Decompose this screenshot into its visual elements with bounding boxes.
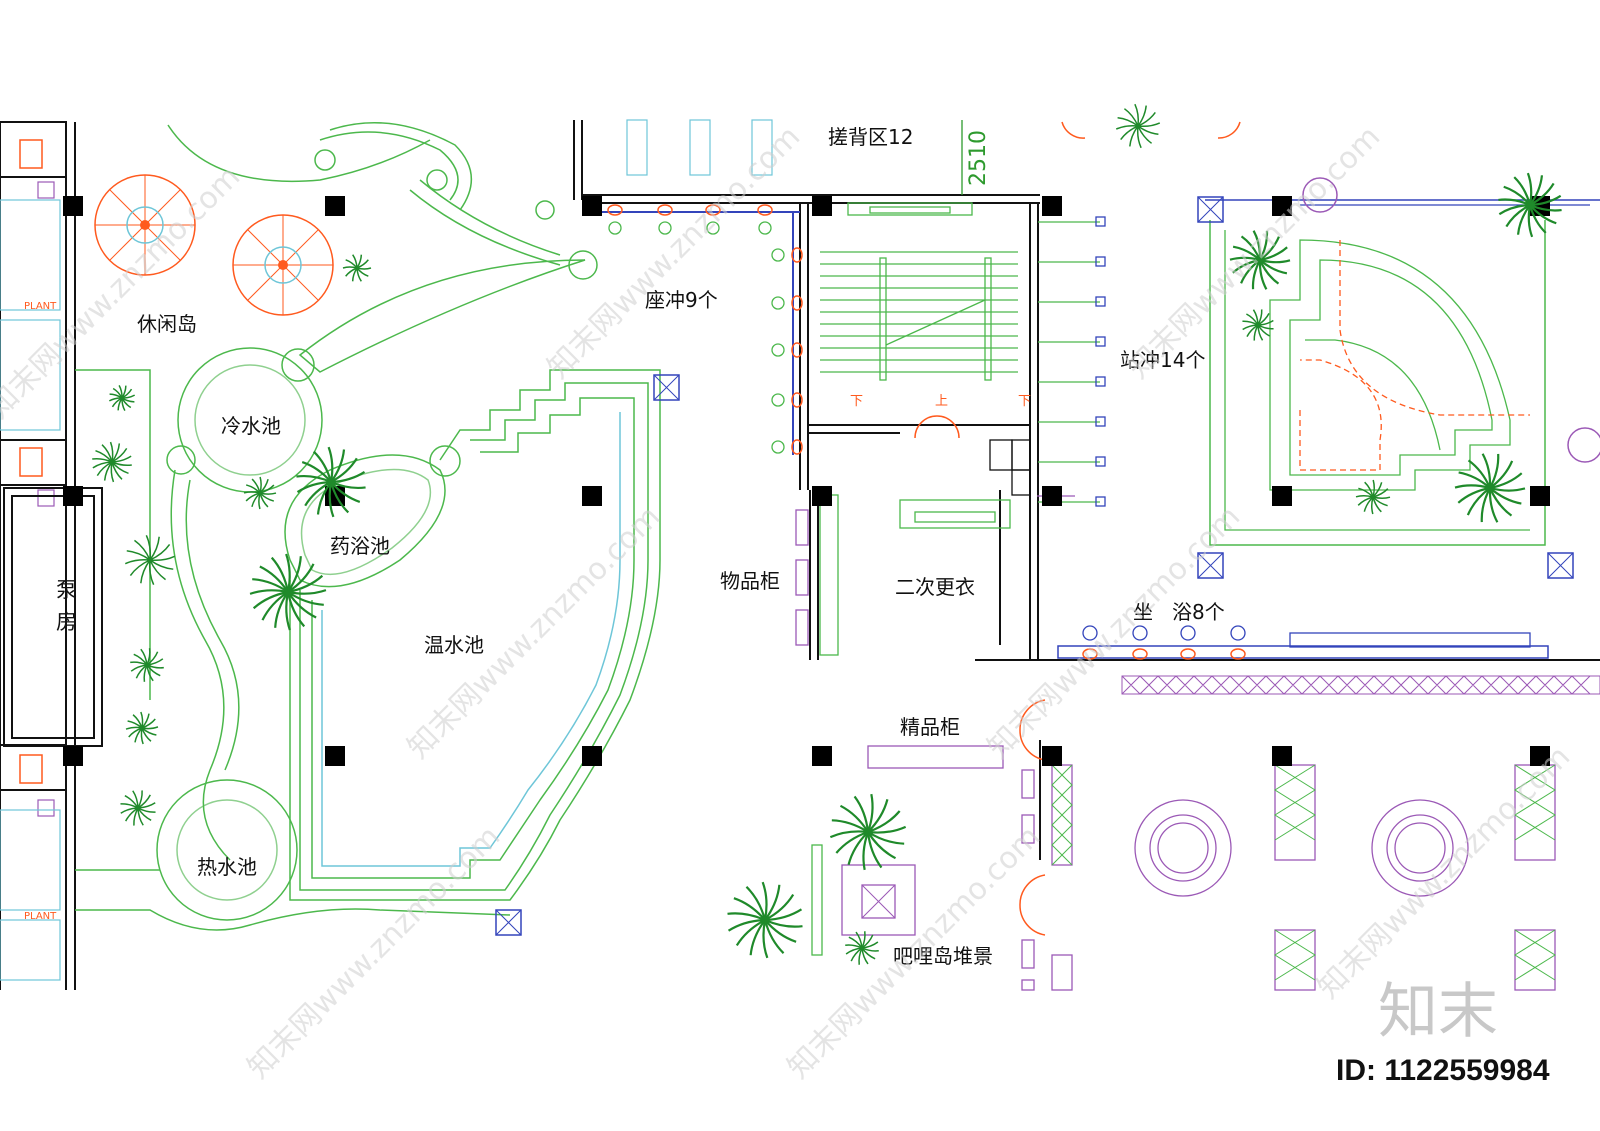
stair-up: 上 bbox=[935, 394, 948, 409]
changing-bench bbox=[899, 499, 1011, 529]
seated-shower-row bbox=[598, 204, 803, 455]
image-id: ID: 1122559984 bbox=[1336, 1054, 1550, 1087]
watermark-6: 知末网www.znzmo.com bbox=[981, 499, 1247, 765]
label-scrub-area: 搓背区12 bbox=[828, 125, 913, 149]
plant-icon bbox=[829, 793, 907, 871]
staircase bbox=[820, 202, 1018, 381]
plant-icon bbox=[845, 931, 879, 965]
watermark-1: 知末网www.znzmo.com bbox=[0, 159, 247, 425]
label-second-changing: 二次更衣 bbox=[895, 575, 975, 599]
watermark-3: 知末网www.znzmo.com bbox=[541, 119, 807, 385]
scrub-area-beds bbox=[626, 119, 773, 176]
plant-icon bbox=[1355, 479, 1391, 515]
watermark-logo: 知末 bbox=[1378, 977, 1498, 1047]
plant-icon bbox=[124, 534, 176, 586]
plant-icon bbox=[1242, 309, 1274, 341]
central-walls bbox=[573, 120, 1600, 860]
label-cold-pool: 冷水池 bbox=[221, 414, 281, 438]
plant-icon bbox=[342, 254, 372, 282]
label-boutique-cabinet: 精品柜 bbox=[900, 715, 960, 739]
label-locker: 物品柜 bbox=[720, 569, 780, 593]
plant-icon bbox=[243, 476, 277, 510]
label-hot-pool: 热水池 bbox=[197, 855, 257, 879]
structural-columns bbox=[63, 196, 1550, 766]
plant-icon bbox=[296, 446, 366, 518]
pump-room-label-2: 房 bbox=[56, 610, 77, 634]
seated-bath-row bbox=[1057, 625, 1549, 660]
dimension-line: 2510 bbox=[961, 120, 991, 195]
stair-down-left: 下 bbox=[850, 394, 863, 409]
label-seated-bath-2: 浴8个 bbox=[1172, 600, 1225, 624]
plant-icon bbox=[108, 384, 136, 412]
plant-icon bbox=[1229, 230, 1291, 290]
pump-room bbox=[3, 487, 103, 747]
plant-icon bbox=[249, 553, 327, 631]
plant-icon bbox=[92, 441, 132, 483]
plant-tag-2: PLANT bbox=[24, 911, 57, 922]
label-bali-landscape: 吧哩岛堆景 bbox=[893, 944, 993, 968]
label-standing-shower: 站冲14个 bbox=[1120, 348, 1205, 372]
plant-symbols bbox=[92, 103, 1562, 965]
plant-icon bbox=[125, 711, 159, 745]
watermark-4: 知末网www.znzmo.com bbox=[241, 819, 507, 1085]
plant-icon bbox=[120, 790, 156, 826]
watermark-7: 知末网www.znzmo.com bbox=[1121, 119, 1387, 385]
plant-icon bbox=[727, 881, 803, 959]
pump-room-label-1: 泵 bbox=[56, 578, 77, 602]
label-leisure-island: 休闲岛 bbox=[137, 312, 197, 336]
standing-shower-row bbox=[1038, 216, 1106, 507]
left-wall-strip bbox=[0, 121, 76, 990]
label-warm-pool: 温水池 bbox=[424, 633, 484, 657]
dimension-value: 2510 bbox=[966, 130, 991, 186]
locker-cabinets bbox=[795, 439, 1031, 656]
plant-icon bbox=[1454, 453, 1526, 523]
umbrella-tables bbox=[94, 174, 334, 316]
plant-icon bbox=[130, 648, 164, 682]
watermark-5: 知末网www.znzmo.com bbox=[781, 819, 1047, 1085]
right-courtyard bbox=[495, 177, 1600, 936]
plant-icon bbox=[1115, 103, 1161, 149]
pool-area-lines bbox=[75, 122, 661, 931]
plant-tag-1: PLANT bbox=[24, 301, 57, 312]
label-herbal-pool: 药浴池 bbox=[330, 534, 390, 558]
stair-door bbox=[914, 415, 960, 439]
hatched-band bbox=[1121, 675, 1600, 695]
plant-icon bbox=[1498, 172, 1562, 238]
label-seated-bath-1: 坐 bbox=[1133, 600, 1153, 624]
label-seated-shower: 座冲9个 bbox=[645, 288, 718, 312]
stair-down-right: 下 bbox=[1018, 394, 1031, 409]
